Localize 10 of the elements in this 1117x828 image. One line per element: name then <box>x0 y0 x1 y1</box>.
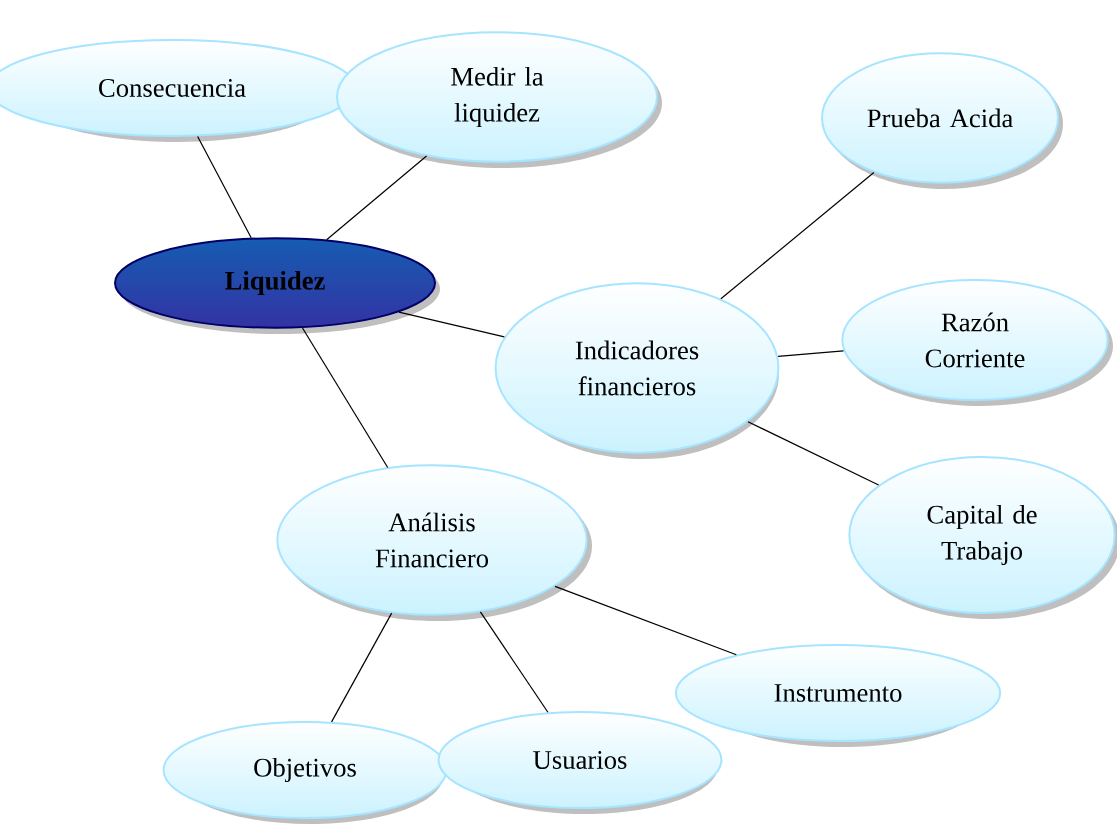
connector-line <box>197 135 252 239</box>
connector-line <box>326 155 428 241</box>
connector-line <box>777 350 845 357</box>
connector-line <box>398 311 505 338</box>
connector-line <box>747 421 880 486</box>
connector-line <box>720 172 875 300</box>
connector-line <box>554 585 737 656</box>
connector-line <box>330 612 393 723</box>
connector-line <box>479 611 549 713</box>
connector-line <box>301 327 389 469</box>
